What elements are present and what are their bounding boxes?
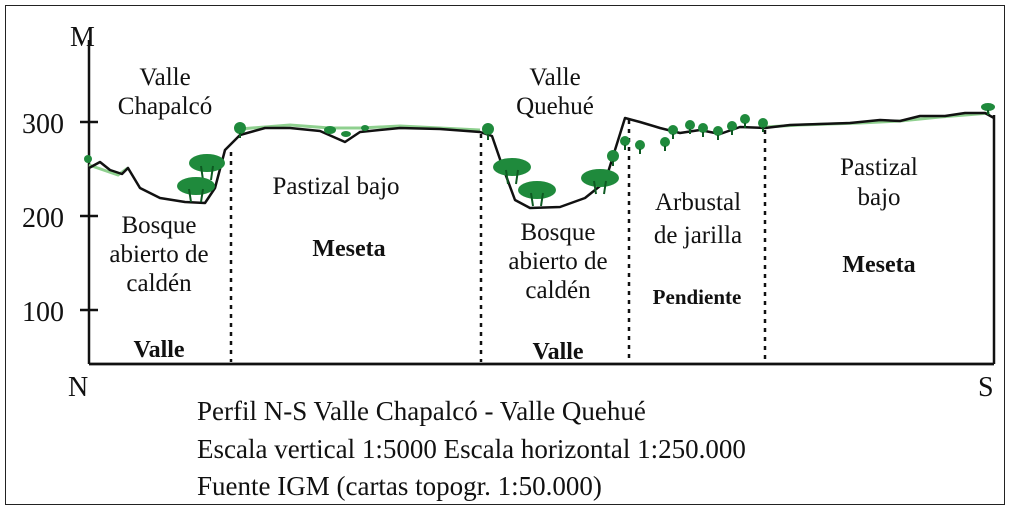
meseta-2-veg-line-1: Pastizal [840,154,918,181]
meseta-1-landform: Meseta [312,236,385,262]
y-tick-label-100: 100 [22,297,64,328]
north-label: N [68,372,88,403]
caption-line-3: Fuente IGM (cartas topogr. 1:50.000) [197,471,602,501]
figure-frame [5,5,1005,505]
valle-2-veg-line-1: Bosque [521,219,596,246]
meseta-2-veg-line-2: bajo [857,184,900,211]
y-tick-label-300: 300 [22,109,64,140]
valle-1-veg-line-1: Bosque [122,212,197,239]
south-label: S [978,372,994,403]
valle-quehue-name-line-1: Valle [529,64,580,91]
valle-1-veg-line-3: caldén [126,270,192,297]
valle-2-veg-line-3: caldén [525,277,591,304]
zone-separators [229,120,767,362]
shrub-icons-meseta-1 [324,125,369,137]
meseta-2-landform: Meseta [842,252,915,278]
valle-2-veg-line-2: abierto de [508,248,607,275]
y-tick-label-200: 200 [22,203,64,234]
tree-icons-valle-1 [84,122,246,203]
pendiente-veg-line-2: de jarilla [654,222,742,249]
shrub-icons-pendiente [620,114,768,154]
y-unit-label: M [70,22,95,53]
terrain-line [88,111,995,210]
valle-quehue-name-line-2: Quehué [516,93,594,120]
valle-chapalco-name-line-1: Valle [139,64,190,91]
valle-chapalco-name-line-2: Chapalcó [118,93,212,120]
meseta-1-veg: Pastizal bajo [272,173,399,200]
tree-icons-valle-2 [482,123,619,207]
caption-line-1: Perfil N-S Valle Chapalcó - Valle Quehué [197,396,646,426]
pendiente-veg-line-1: Arbustal [655,189,741,216]
valle-2-landform: Valle [532,339,583,365]
caption-line-2: Escala vertical 1:5000 Escala horizontal… [197,434,746,464]
tree-icon-far-right [981,103,995,115]
valle-1-landform: Valle [133,337,184,363]
pendiente-landform: Pendiente [653,285,742,309]
valle-1-veg-line-2: abierto de [109,241,208,268]
